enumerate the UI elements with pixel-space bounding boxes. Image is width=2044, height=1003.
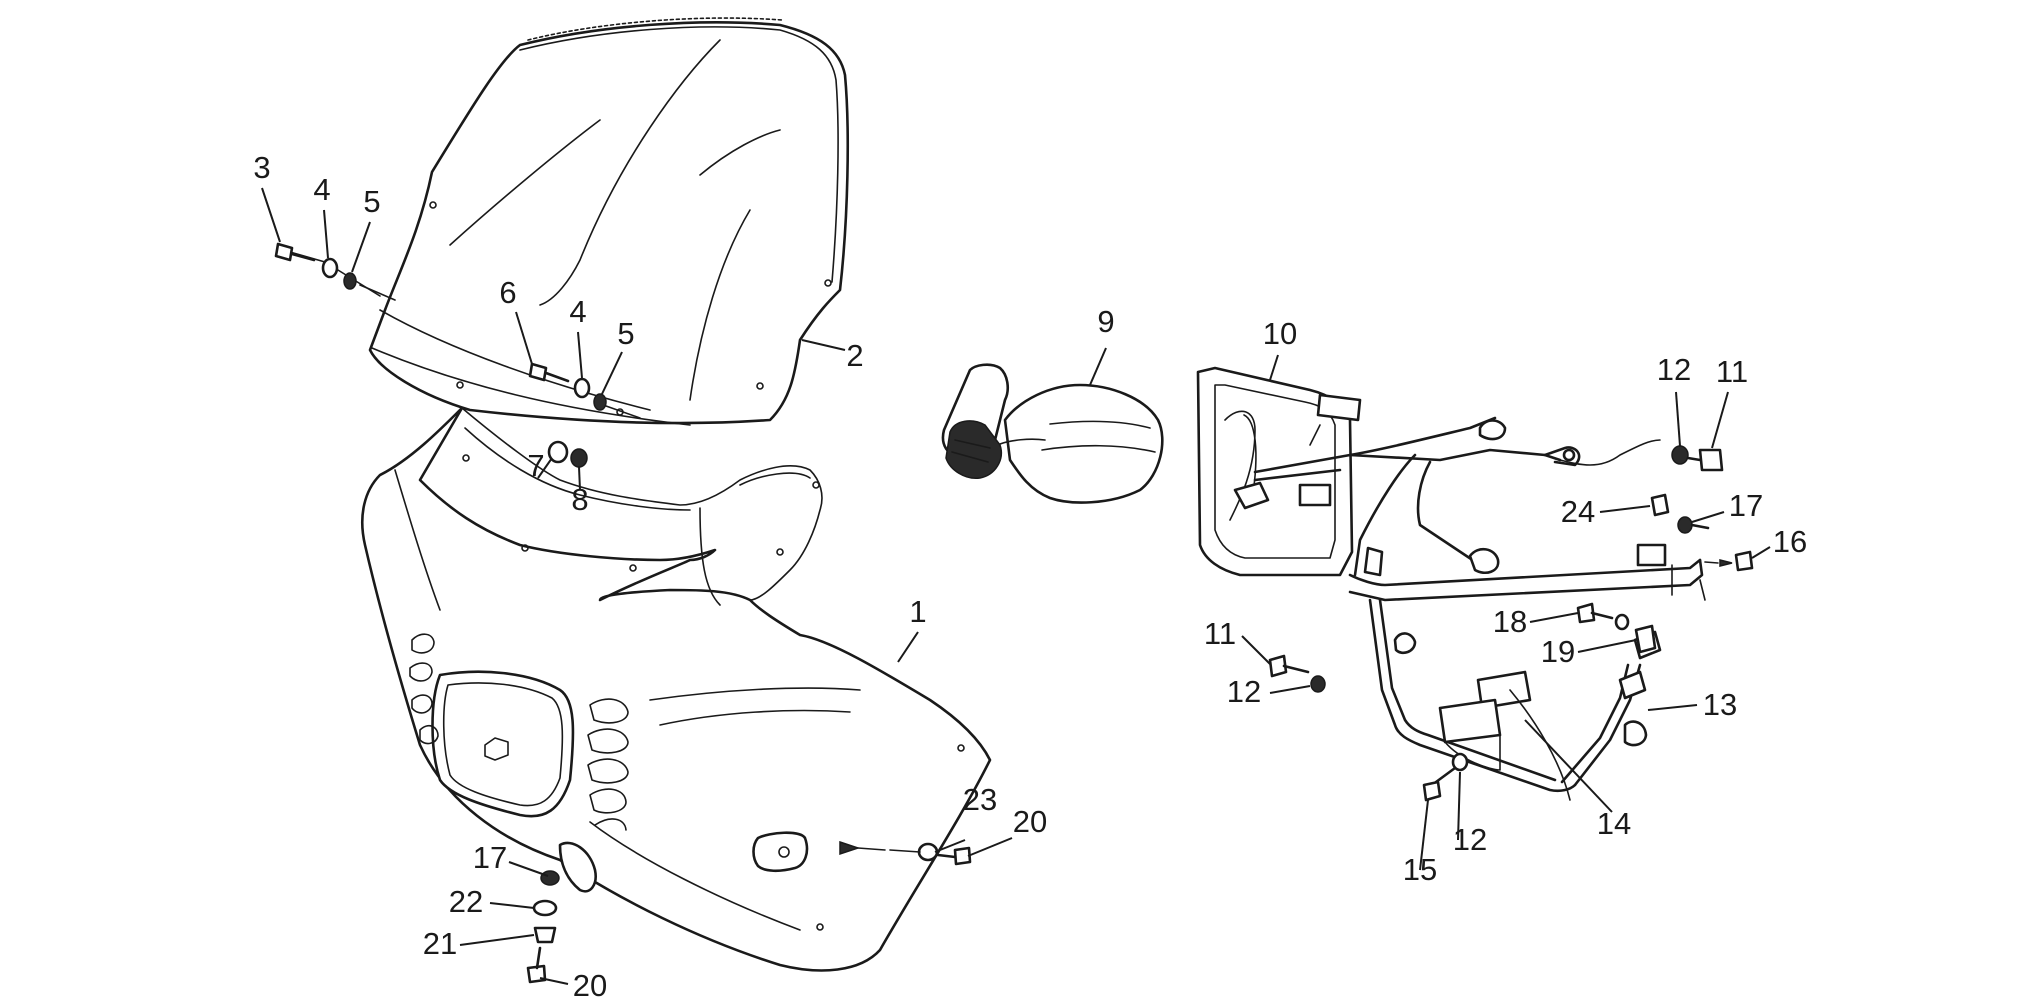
callout-22: 22	[449, 884, 483, 919]
callout-24: 24	[1561, 494, 1595, 529]
callout-4-left: 4	[313, 172, 330, 207]
callout-19: 19	[1541, 634, 1575, 669]
callout-17-right: 17	[1729, 488, 1763, 523]
callout-13: 13	[1703, 687, 1737, 722]
front-fairing	[361, 406, 992, 972]
frame-hardware	[1268, 445, 1754, 802]
callout-labels: 1 2 3 4 5 6 4 5 7 8 9 10 12 11 24 17 16 …	[253, 150, 1807, 1003]
leader-lines	[261, 187, 1771, 985]
fairing-lower-screws	[526, 840, 972, 984]
callout-15: 15	[1403, 852, 1437, 887]
callout-4-right: 4	[569, 294, 586, 329]
callout-5-left: 5	[363, 184, 380, 219]
callout-17-left: 17	[473, 840, 507, 875]
callout-9: 9	[1097, 304, 1114, 339]
callout-6: 6	[499, 275, 516, 310]
callout-8: 8	[571, 482, 588, 517]
callout-21: 21	[423, 926, 457, 961]
callout-12-top: 12	[1657, 352, 1691, 387]
callout-11-left: 11	[1204, 616, 1236, 651]
callout-5-right: 5	[617, 316, 634, 351]
callout-7: 7	[527, 448, 544, 483]
rear-mirror	[941, 363, 1164, 504]
windshield	[368, 17, 850, 426]
callout-12-left: 12	[1227, 674, 1261, 709]
callout-20-bottom: 20	[573, 968, 607, 1003]
callout-11-top: 11	[1716, 354, 1748, 389]
callout-1: 1	[909, 594, 926, 629]
callout-20-right: 20	[1013, 804, 1047, 839]
callout-16: 16	[1773, 524, 1807, 559]
callout-3: 3	[253, 150, 270, 185]
callout-12-bottom: 12	[1453, 822, 1487, 857]
headlight-support-frame	[1196, 366, 1706, 602]
callout-23: 23	[963, 782, 997, 817]
callout-14: 14	[1597, 806, 1631, 841]
callout-18: 18	[1493, 604, 1527, 639]
callout-10: 10	[1263, 316, 1297, 351]
callout-2: 2	[846, 338, 863, 373]
